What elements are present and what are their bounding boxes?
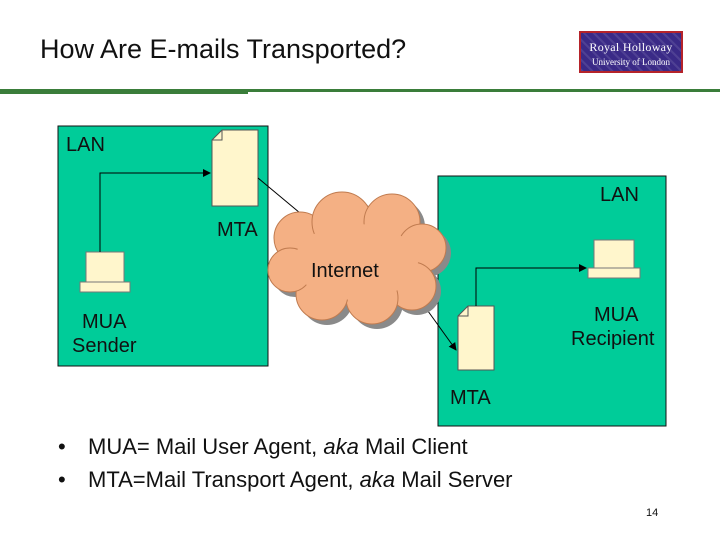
logo-line-2: University of London (592, 57, 670, 67)
sender-role-label: Sender (72, 335, 137, 357)
sender-to-mta-arrow (99, 169, 211, 252)
bullet-marker: • (58, 467, 66, 492)
title-rule-accent (0, 92, 248, 94)
recipient-mta-server-icon (457, 305, 495, 371)
bullet-mta-definition: • MTA=Mail Transport Agent, aka Mail Ser… (58, 463, 513, 496)
bullet-italic: aka (359, 467, 396, 492)
bullet-text: Mail Server (395, 467, 513, 492)
sender-computer-icon (79, 251, 131, 293)
recipient-mta-label: MTA (450, 387, 491, 409)
recipient-role-label: Recipient (571, 328, 655, 350)
right-lan-label: LAN (600, 184, 639, 206)
left-lan-label: LAN (66, 134, 105, 156)
bullet-mua-definition: • MUA= Mail User Agent, aka Mail Client (58, 430, 513, 463)
sender-mta-label: MTA (217, 219, 258, 241)
bullet-marker: • (58, 434, 66, 459)
page-number: 14 (646, 507, 659, 519)
definition-list: • MUA= Mail User Agent, aka Mail Client … (58, 430, 513, 496)
sender-mua-label: MUA (82, 311, 127, 333)
bullet-text: MUA= Mail User Agent, (88, 434, 324, 459)
sender-mta-server-icon (211, 129, 259, 207)
bullet-text: Mail Client (358, 434, 468, 459)
university-logo: Royal Holloway University of London (579, 31, 683, 73)
slide-title: How Are E-mails Transported? (40, 34, 407, 64)
title-rule (0, 89, 720, 92)
internet-label: Internet (311, 260, 379, 282)
logo-line-1: Royal Holloway (589, 40, 673, 54)
recipient-computer-icon (587, 239, 641, 279)
bullet-text: MTA=Mail Transport Agent, (88, 467, 360, 492)
recipient-mua-label: MUA (594, 304, 639, 326)
bullet-italic: aka (323, 434, 359, 459)
internet-cloud (267, 191, 451, 329)
mta-to-recipient-arrow (475, 264, 587, 306)
